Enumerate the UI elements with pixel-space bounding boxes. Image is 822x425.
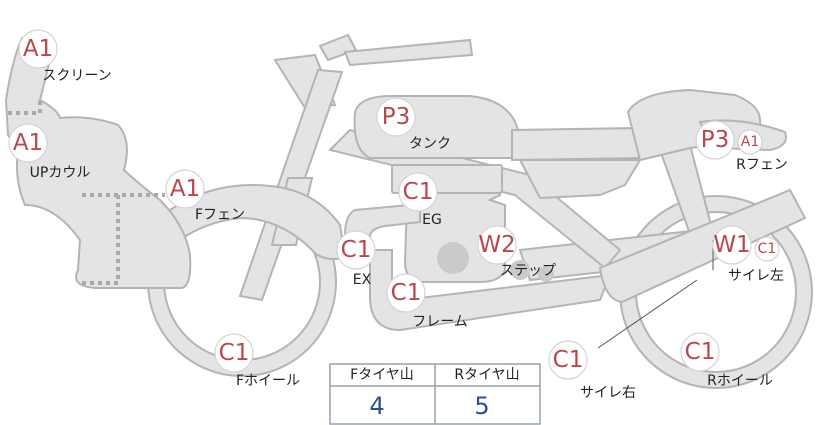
- badge-circle: [336, 230, 376, 270]
- grade-badge: A1: [741, 134, 759, 150]
- part-screen: A1 スクリーン: [18, 29, 112, 84]
- part-label: タンク: [409, 136, 451, 152]
- badge-circle: [398, 172, 438, 212]
- part-label: ステップ: [500, 263, 556, 279]
- grade-badge: C1: [758, 241, 777, 257]
- badge-circle: [548, 340, 588, 380]
- badge-circle: [712, 225, 752, 265]
- part-label: Fホイール: [236, 373, 300, 389]
- part-silencer-l: W1 C1 サイレ左: [712, 225, 784, 284]
- badge-circle: [386, 273, 426, 313]
- cowl-shape: [4, 36, 192, 289]
- part-tank: P3 タンク: [376, 97, 451, 152]
- badge-circle: [737, 129, 763, 155]
- grade-badge: A1: [13, 130, 43, 156]
- part-label: UPカウル: [30, 165, 91, 181]
- grade-badge: A1: [23, 36, 53, 62]
- badge-circle: [754, 236, 780, 262]
- part-label: EG: [422, 212, 442, 228]
- grade-badge: W2: [478, 232, 515, 258]
- rear-tread-value: 5: [474, 392, 489, 420]
- silencer-right-leader: [597, 279, 698, 349]
- rear-tread-header: Rタイヤ山: [454, 367, 519, 383]
- part-label: EX: [353, 272, 372, 288]
- badge-circle: [376, 97, 416, 137]
- front-fender-shape: [168, 184, 347, 260]
- front-tread-value: 4: [369, 392, 384, 420]
- grade-badge: W1: [713, 232, 750, 258]
- badge-circle: [214, 333, 254, 373]
- handlebar-shape: [343, 38, 474, 67]
- grade-badge: C1: [553, 347, 584, 373]
- grade-badge: P3: [701, 127, 730, 153]
- part-label: Fフェン: [195, 207, 245, 223]
- part-label: フレーム: [412, 314, 468, 330]
- motorcycle-silhouette: [4, 33, 813, 389]
- part-silencer-r: C1 サイレ右: [548, 340, 636, 401]
- part-label: Rフェン: [736, 157, 788, 173]
- badge-circle: [680, 332, 720, 372]
- badge-circle: [695, 120, 735, 160]
- grade-badge: C1: [391, 280, 422, 306]
- badge-circle: [8, 123, 48, 163]
- tire-tread-table: Fタイヤ山 Rタイヤ山 4 5: [329, 363, 541, 425]
- grade-badge: C1: [341, 237, 372, 263]
- part-label: サイレ右: [580, 385, 636, 401]
- part-step: W2 ステップ: [477, 225, 556, 279]
- part-label: Rホイール: [707, 373, 773, 389]
- grade-badge: P3: [382, 104, 411, 130]
- badge-circle: [18, 29, 58, 69]
- grade-badge: C1: [219, 340, 250, 366]
- front-tread-header: Fタイヤ山: [350, 367, 414, 383]
- grade-badge: C1: [403, 179, 434, 205]
- part-frame: C1 フレーム: [386, 273, 468, 330]
- grade-badge: C1: [685, 339, 716, 365]
- grade-badge: A1: [170, 176, 200, 202]
- part-label: サイレ左: [728, 268, 784, 284]
- badge-circle: [165, 169, 205, 209]
- badge-circle: [477, 225, 517, 265]
- silencer-shape: [598, 188, 807, 304]
- seat-shape: [511, 126, 647, 162]
- part-label: スクリーン: [42, 68, 111, 84]
